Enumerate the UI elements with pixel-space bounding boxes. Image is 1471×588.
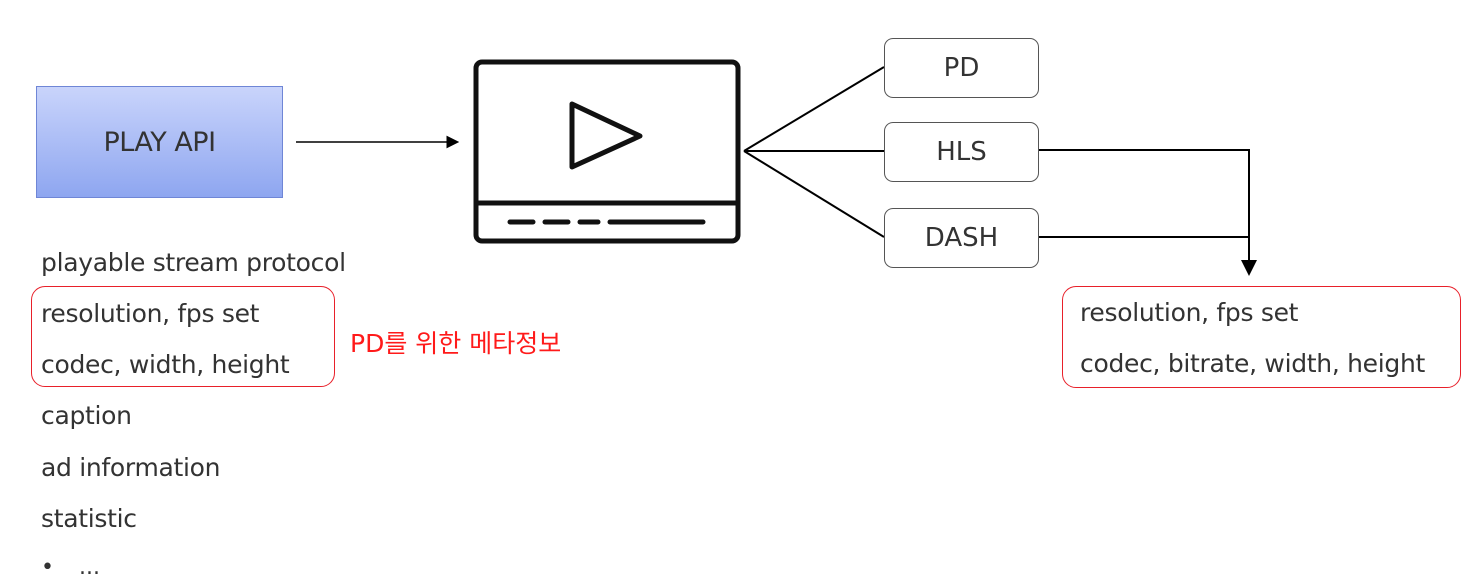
list-item: resolution, fps set [41, 299, 260, 328]
list-more: • ... [41, 555, 100, 580]
list-item: caption [41, 401, 132, 430]
list-item: codec, width, height [41, 350, 290, 379]
list-item: resolution, fps set [1080, 298, 1299, 327]
protocol-label-pd: PD [943, 53, 980, 83]
protocol-label-dash: DASH [924, 223, 999, 253]
protocol-box-hls: HLS [884, 122, 1039, 182]
list-item: playable stream protocol [41, 248, 346, 277]
list-item: codec, bitrate, width, height [1080, 349, 1426, 378]
play-api-label: PLAY API [103, 126, 216, 158]
video-player-icon [473, 59, 741, 244]
protocol-label-hls: HLS [936, 137, 987, 167]
list-item: statistic [41, 504, 137, 533]
protocol-box-dash: DASH [884, 208, 1039, 268]
ellipsis-text: ... [78, 555, 100, 580]
play-api-box: PLAY API [36, 86, 283, 198]
pd-metadata-highlight [31, 286, 335, 387]
protocol-box-pd: PD [884, 38, 1039, 98]
list-item: ad information [41, 453, 221, 482]
hls-dash-metadata-box [1062, 286, 1461, 388]
player-to-dash-line [743, 150, 885, 238]
bullet-icon: • [41, 555, 54, 580]
pd-metadata-note: PD를 위한 메타정보 [350, 329, 562, 358]
player-to-pd-line [743, 66, 885, 152]
